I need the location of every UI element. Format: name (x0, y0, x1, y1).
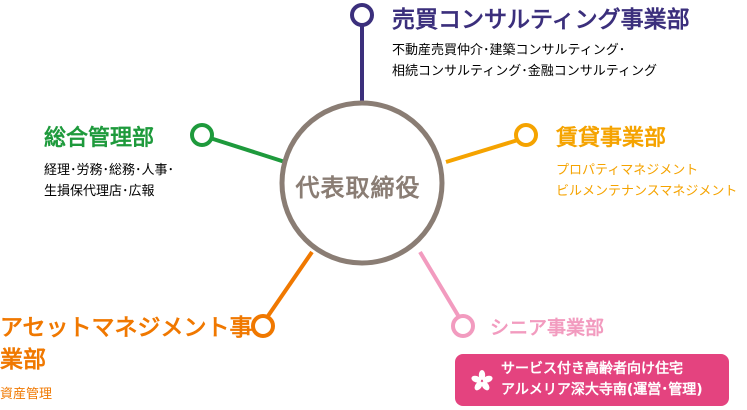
admin-dept-desc: 経理･労務･総務･人事･ 生損保代理店･広報 (44, 160, 174, 202)
senior-facility-box: サービス付き高齢者向け住宅 アルメリア深大寺南(運営･管理) (455, 354, 729, 406)
node-asset (251, 314, 275, 338)
rental-desc-line: プロパティマネジメント (556, 163, 699, 178)
connector-admin (209, 136, 286, 164)
sales-desc-line: 相続コンサルティング･金融コンサルティング (392, 64, 657, 79)
admin-desc-line: 生損保代理店･広報 (44, 184, 155, 199)
rental-dept-desc: プロパティマネジメント ビルメンテナンスマネジメント (556, 160, 737, 202)
rental-desc-line: ビルメンテナンスマネジメント (556, 184, 738, 199)
node-sales (350, 3, 374, 27)
asset-desc-line: 資産管理 (0, 387, 53, 402)
senior-dept-title: シニア事業部 (490, 317, 605, 339)
admin-desc-line: 経理･労務･総務･人事･ (44, 163, 175, 178)
sales-dept-title: 売買コンサルティング事業部 (392, 7, 690, 33)
flower-icon (471, 370, 493, 391)
connector-senior (418, 250, 461, 319)
sales-dept-desc: 不動産売買仲介･建築コンサルティング･ 相続コンサルティング･金融コンサルティン… (392, 40, 657, 82)
admin-dept-title: 総合管理部 (44, 126, 155, 151)
node-rental (514, 123, 538, 147)
node-admin (190, 123, 214, 147)
sales-desc-line: 不動産売買仲介･建築コンサルティング･ (392, 43, 626, 58)
center-label: 代表取締役 (295, 174, 421, 202)
rental-dept-title: 賃貸事業部 (556, 126, 667, 151)
connector-asset (266, 250, 314, 318)
connector-rental (445, 138, 519, 164)
node-senior (451, 314, 475, 338)
asset-dept-title: アセットマネジメント事業部 (0, 315, 253, 373)
asset-dept-desc: 資産管理 (0, 384, 52, 405)
center-circle (279, 100, 445, 266)
senior-box-line: サービス付き高齢者向け住宅 (501, 361, 683, 377)
senior-box-line: アルメリア深大寺南(運営･管理) (501, 382, 703, 398)
